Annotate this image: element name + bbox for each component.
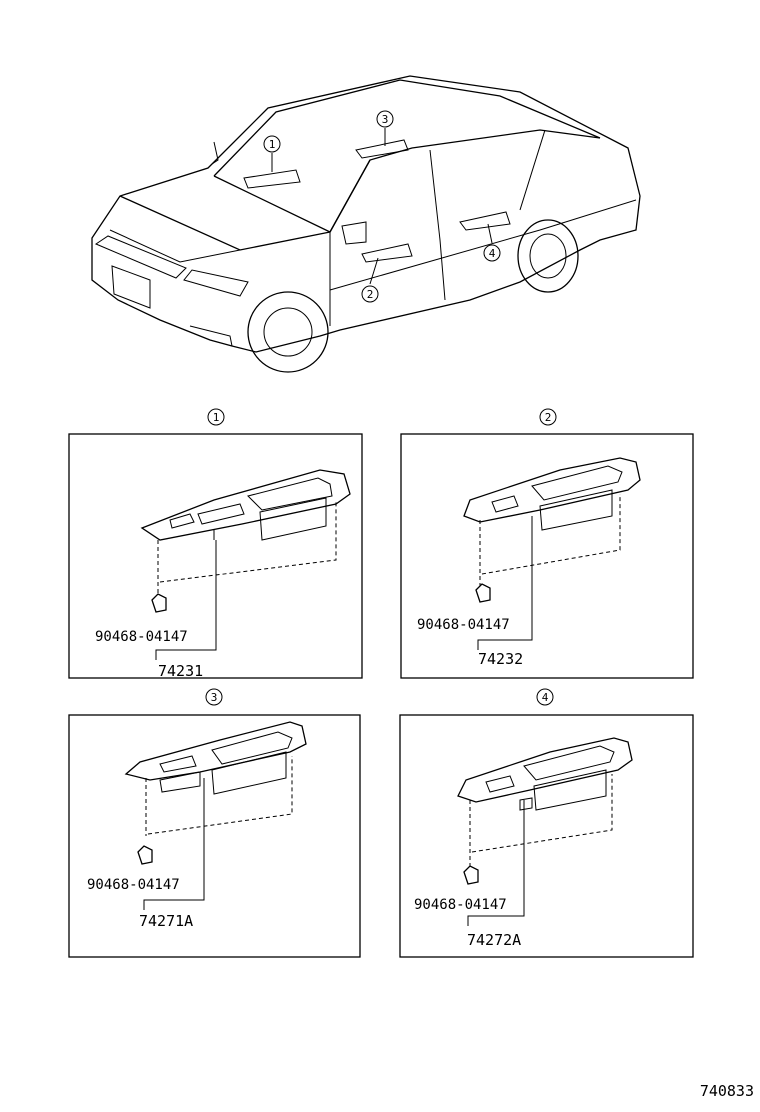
panel-1-ref-circle (207, 408, 225, 426)
panel-2-clip-part: 90468-04147 (417, 617, 510, 633)
panel-3-ref-circle (205, 688, 223, 706)
panel-2-ref: 2 (545, 411, 552, 424)
car-callout-1: 1 (263, 135, 281, 153)
panel-1: 1 90468-04147 74231 (68, 408, 363, 680)
car-callout-2: 2 (361, 285, 379, 303)
car-callout-1-text: 1 (269, 138, 276, 151)
clip-1 (151, 593, 167, 613)
switch-bezel-3 (124, 721, 307, 781)
switch-bezel-2 (463, 457, 641, 523)
car-illustration (91, 75, 641, 373)
panel-2-frame (400, 433, 694, 679)
panel-2-ref-circle (539, 408, 557, 426)
car-callout-2-text: 2 (367, 288, 374, 301)
switch-bezel-4 (457, 737, 633, 803)
clip-3 (137, 845, 153, 865)
panel-4-clip-part: 90468-04147 (414, 897, 507, 913)
panel-2-assembly-part: 74232 (478, 650, 523, 668)
panel-3: 3 90468-04147 74271A (68, 688, 361, 958)
panel-4-assembly-part: 74272A (467, 931, 521, 949)
panel-3-clip-part: 90468-04147 (87, 877, 180, 893)
panel-3-assembly-part: 74271A (139, 912, 193, 930)
car-callout-4-text: 4 (489, 247, 496, 260)
switch-bezel-1 (140, 469, 351, 541)
car-callout-4: 4 (483, 244, 501, 262)
diagram-code: 740833 (700, 1082, 754, 1100)
panel-4-frame (399, 714, 694, 958)
panel-4: 4 90468-04147 74272A (399, 688, 694, 958)
panel-3-ref: 3 (211, 691, 218, 704)
panel-4-ref-circle (536, 688, 554, 706)
panel-1-assembly-part: 74231 (158, 662, 203, 680)
panel-1-ref: 1 (213, 411, 220, 424)
panel-2: 2 90468-04147 74232 (400, 408, 694, 679)
panel-4-ref: 4 (542, 691, 549, 704)
panel-3-frame (68, 714, 361, 958)
car-callout-3: 3 (376, 110, 394, 128)
car-callout-3-text: 3 (382, 113, 389, 126)
clip-2 (475, 583, 491, 603)
clip-4 (463, 865, 479, 885)
panel-1-clip-part: 90468-04147 (95, 629, 188, 645)
